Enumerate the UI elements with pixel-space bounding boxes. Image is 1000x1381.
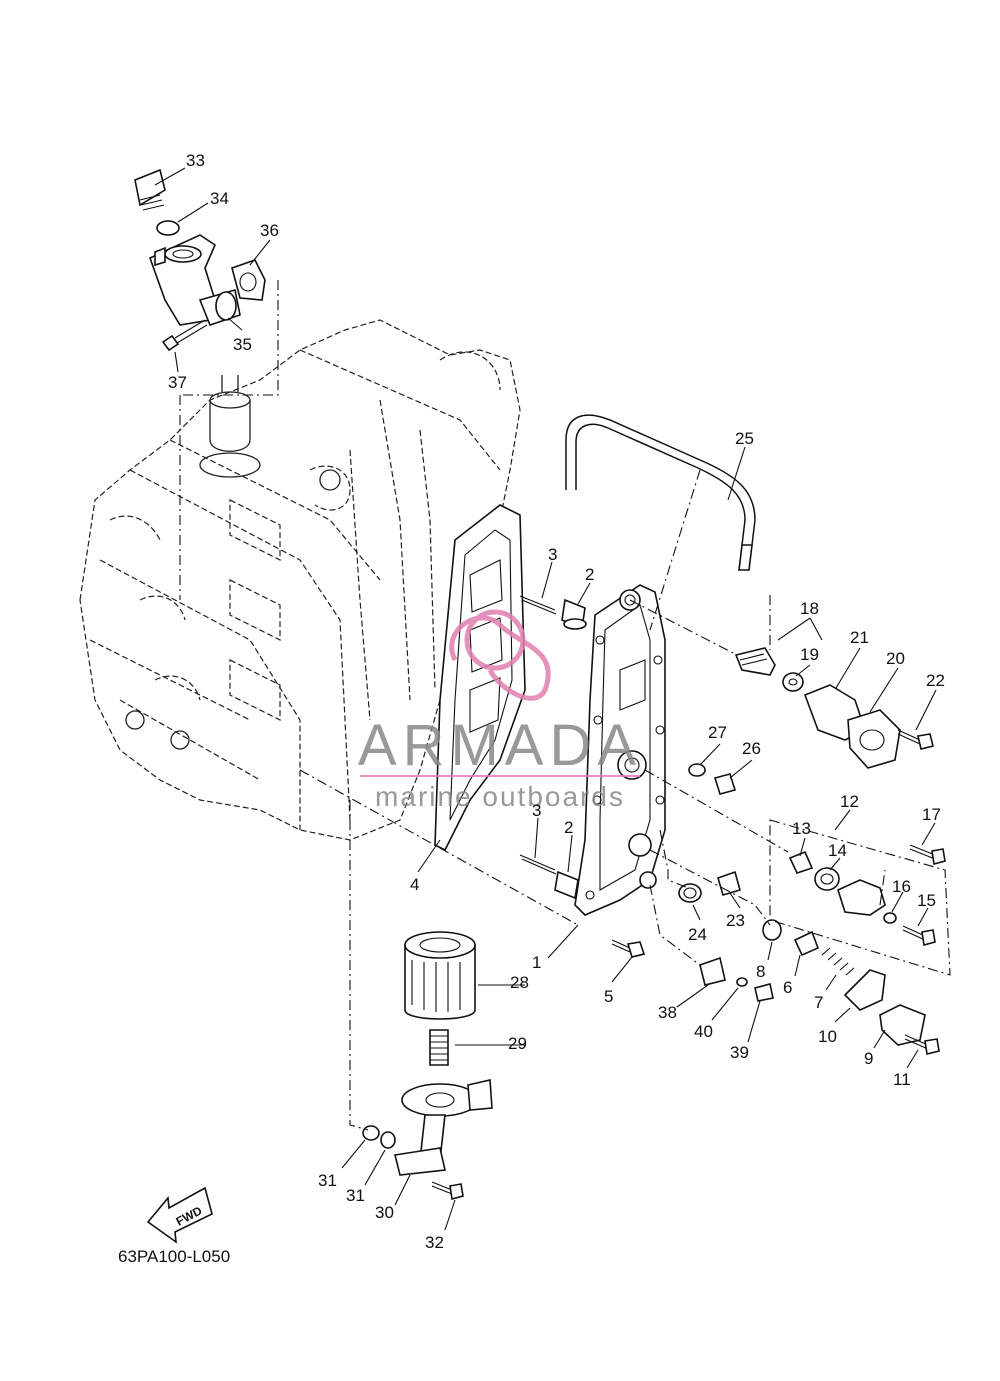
callout-7: 7 bbox=[814, 993, 823, 1012]
engine-block bbox=[79, 319, 521, 841]
watermark: ARMADA marine outboards bbox=[358, 609, 642, 812]
callout-37: 37 bbox=[168, 373, 187, 392]
callout-14: 14 bbox=[828, 841, 847, 860]
thermostat-housing-group bbox=[134, 168, 266, 352]
callout-23: 23 bbox=[726, 911, 745, 930]
watermark-swirl-icon bbox=[449, 615, 551, 701]
callout-12: 12 bbox=[840, 792, 859, 811]
callout-26: 26 bbox=[742, 739, 761, 758]
callout-24: 24 bbox=[688, 925, 707, 944]
callout-38: 38 bbox=[658, 1003, 677, 1022]
callout-16: 16 bbox=[892, 877, 911, 896]
callout-28: 28 bbox=[510, 973, 529, 992]
callout-8: 8 bbox=[756, 962, 765, 981]
callout-40: 40 bbox=[694, 1022, 713, 1041]
fwd-arrow: FWD bbox=[146, 1186, 213, 1244]
callout-1: 1 bbox=[532, 953, 541, 972]
callout-29: 29 bbox=[508, 1034, 527, 1053]
hose-part-25 bbox=[565, 414, 756, 571]
watermark-brand: ARMADA bbox=[358, 713, 642, 778]
fwd-arrow-icon bbox=[146, 1186, 213, 1244]
gasket-part-4 bbox=[434, 504, 526, 852]
callout-9: 9 bbox=[864, 1049, 873, 1068]
callout-31-a: 31 bbox=[318, 1171, 337, 1190]
callout-17: 17 bbox=[922, 805, 941, 824]
small-hardware bbox=[362, 595, 946, 1201]
callout-34: 34 bbox=[210, 189, 229, 208]
callout-13: 13 bbox=[792, 819, 811, 838]
callout-3-bottom: 3 bbox=[532, 801, 541, 820]
callout-4: 4 bbox=[410, 875, 419, 894]
callout-27: 27 bbox=[708, 723, 727, 742]
diagram-code: 63PA100-L050 bbox=[118, 1247, 230, 1266]
callout-33: 33 bbox=[186, 151, 205, 170]
callout-36: 36 bbox=[260, 221, 279, 240]
callout-2-top: 2 bbox=[585, 565, 594, 584]
callout-25: 25 bbox=[735, 429, 754, 448]
callout-20: 20 bbox=[886, 649, 905, 668]
callout-30: 30 bbox=[375, 1203, 394, 1222]
callout-leaders bbox=[154, 167, 937, 1231]
watermark-tagline: marine outboards bbox=[375, 781, 625, 812]
callout-10: 10 bbox=[818, 1027, 837, 1046]
callout-32: 32 bbox=[425, 1233, 444, 1252]
callout-21: 21 bbox=[850, 628, 869, 647]
callout-18: 18 bbox=[800, 599, 819, 618]
callout-6: 6 bbox=[783, 978, 792, 997]
callout-labels: 33 34 36 35 37 25 3 2 18 19 21 20 22 27 … bbox=[168, 151, 945, 1252]
callout-3-top: 3 bbox=[548, 545, 557, 564]
callout-11: 11 bbox=[893, 1070, 911, 1089]
exhaust-cover-part-1 bbox=[574, 584, 666, 916]
callout-5: 5 bbox=[604, 987, 613, 1006]
callout-39: 39 bbox=[730, 1043, 749, 1062]
callout-31-b: 31 bbox=[346, 1186, 365, 1205]
assembly-lines bbox=[179, 280, 951, 1131]
callout-2-bottom: 2 bbox=[564, 818, 573, 837]
callout-15: 15 bbox=[917, 891, 936, 910]
callout-35: 35 bbox=[233, 335, 252, 354]
callout-19: 19 bbox=[800, 645, 819, 664]
callout-22: 22 bbox=[926, 671, 945, 690]
